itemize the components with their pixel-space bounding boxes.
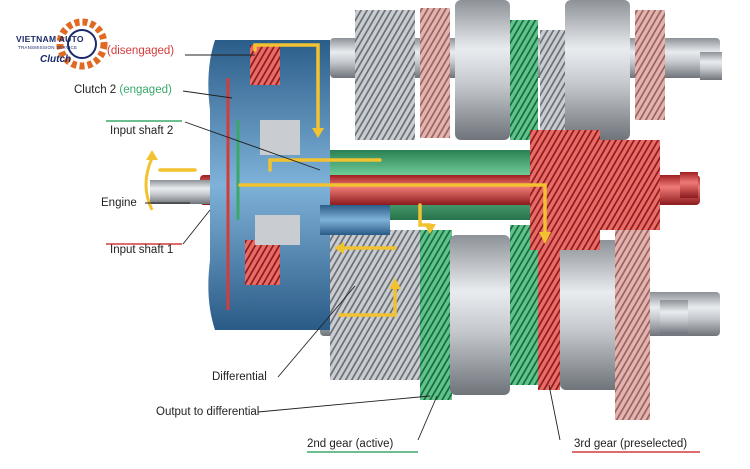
- label-differential: Differential: [212, 371, 267, 383]
- label-2nd-gear: 2nd gear (active): [307, 438, 394, 450]
- logo-clutch-text: Clutch: [40, 54, 72, 65]
- label-underlines: [106, 120, 700, 453]
- brand-logo: VIETNAM AUTO TRANSMISSION SERVICE Clutch: [10, 14, 110, 74]
- logo-title: VIETNAM AUTO: [16, 34, 84, 44]
- upper-countershaft: [330, 0, 722, 140]
- logo-subtitle: TRANSMISSION SERVICE: [18, 45, 78, 50]
- gear-logo-icon: [56, 18, 108, 70]
- power-flow-arrowheads: [312, 128, 551, 289]
- label-clutch-1: (disengaged): [107, 45, 175, 57]
- label-clutch-2: Clutch 2 (engaged): [74, 84, 172, 96]
- label-engine: Engine: [101, 197, 137, 209]
- label-output-to-differential: Output to differential: [156, 406, 260, 418]
- engine-rotation-arrow: [144, 157, 154, 211]
- label-clutch-2-state: (engaged): [119, 84, 172, 96]
- leader-lines: [145, 54, 561, 441]
- label-clutch-2-prefix: Clutch 2 (engaged): [74, 84, 172, 97]
- label-input-shaft-2: Input shaft 2: [110, 125, 174, 137]
- label-3rd-gear: 3rd gear (preselected): [574, 438, 688, 450]
- label-input-shaft-1: Input shaft 1: [110, 244, 174, 256]
- lower-countershaft: [320, 220, 720, 420]
- label-clutch-2-name: Clutch 2: [74, 84, 120, 96]
